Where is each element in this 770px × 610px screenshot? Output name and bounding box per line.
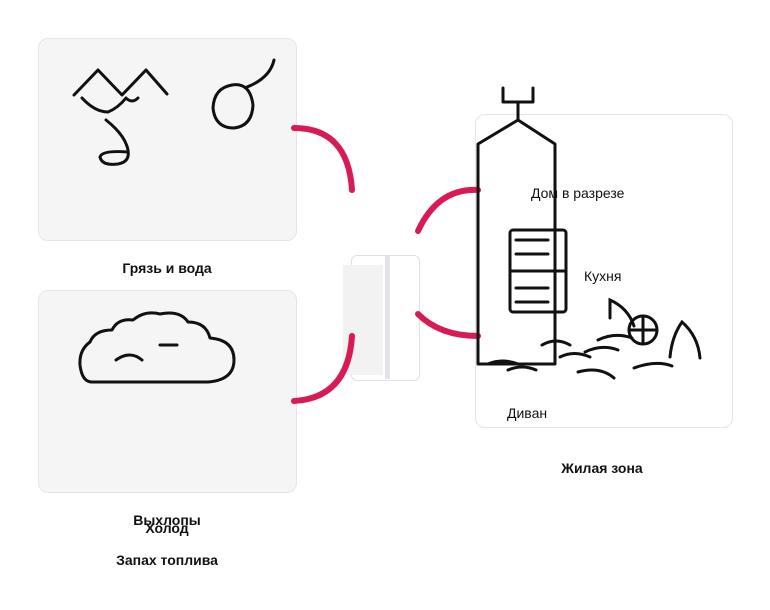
sofa-marks (486, 297, 702, 380)
exhaust-label: Выхлопы (133, 512, 201, 528)
connector-top-right (415, 186, 481, 234)
connectors (291, 125, 481, 404)
compass-icon (627, 314, 659, 346)
cold-label: Холод (145, 520, 189, 536)
house-icon (476, 86, 568, 366)
dirt-water-panel (38, 38, 297, 241)
house-label: Дом в разрезе (531, 185, 625, 201)
exhaust-cold-panel (38, 290, 297, 493)
living-zone-label: Жилая зона (561, 460, 643, 476)
dirt-water-label: Грязь и вода (122, 260, 212, 276)
connector-top-left (291, 125, 355, 193)
cloud-icon (78, 311, 236, 384)
sofa-label: Диван (507, 405, 548, 421)
filter-divider (385, 256, 390, 379)
connector-bottom-right (415, 311, 481, 339)
fuel-smell-label: Запах топлива (116, 552, 218, 568)
connector-bottom-left (291, 333, 355, 404)
dirt-water-icon (72, 58, 276, 166)
kitchen-label: Кухня (584, 268, 622, 284)
